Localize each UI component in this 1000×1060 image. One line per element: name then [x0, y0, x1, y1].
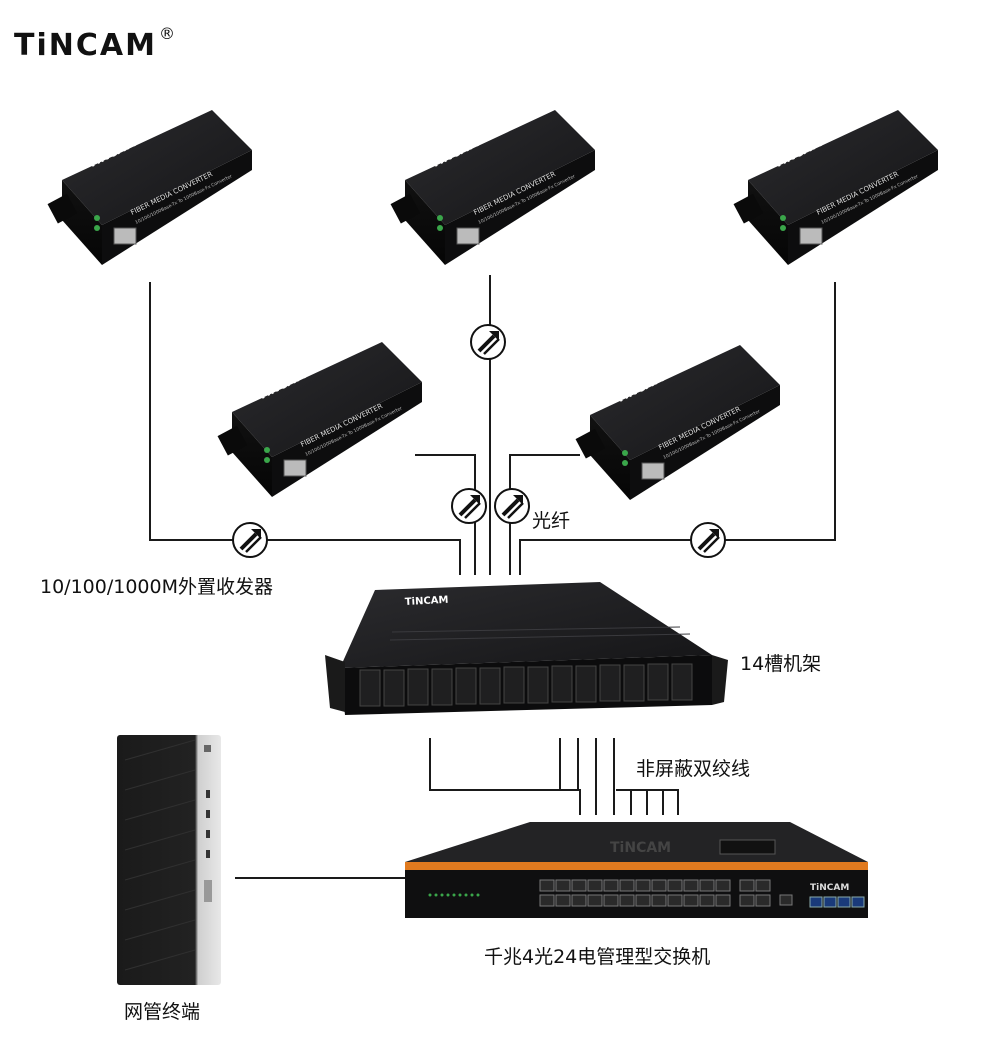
- brand-logo: TiNCAM®: [14, 24, 177, 63]
- media-converter-mid-left: TiNCAM FIBER MEDIA CONVERTER 10/100/1000…: [217, 342, 422, 497]
- chassis-slots: [359, 663, 693, 707]
- chassis-brand: TiNCAM: [405, 595, 449, 608]
- label-switch: 千兆4光24电管理型交换机: [484, 946, 711, 968]
- registered-mark: ®: [158, 24, 177, 43]
- connection-lines: [149, 275, 836, 879]
- fiber-link-icon: [469, 323, 507, 361]
- brand-name: TiNCAM: [14, 28, 157, 63]
- switch-leds: [428, 893, 480, 897]
- switch-top-brand: TiNCAM: [610, 840, 671, 856]
- label-chassis: 14槽机架: [740, 653, 822, 675]
- switch-sfp-ports: [809, 896, 865, 908]
- fiber-link-icon: [450, 487, 488, 525]
- media-converter-top-right: TiNCAM FIBER MEDIA CONVERTER 10/100/1000…: [733, 110, 938, 265]
- media-converter-mid-right: TiNCAM FIBER MEDIA CONVERTER 10/100/1000…: [575, 345, 780, 500]
- line-utp-5: [616, 789, 679, 815]
- chassis-14-slot: TiNCAM: [325, 582, 728, 715]
- media-converter-top-center: TiNCAM FIBER MEDIA CONVERTER 10/100/1000…: [390, 110, 595, 265]
- line-right-converter: [519, 282, 836, 575]
- pc-tower: [117, 735, 221, 985]
- managed-switch: TiNCAM TiNCAM: [405, 822, 868, 918]
- switch-front-brand: TiNCAM: [810, 883, 849, 893]
- switch-ports: [539, 879, 793, 907]
- media-converter-top-left: TiNCAM FIBER MEDIA CONVERTER 10/100/1000…: [47, 110, 252, 265]
- fiber-link-icon: [493, 487, 531, 525]
- line-midleft-converter: [415, 454, 476, 575]
- line-left-converter: [149, 282, 461, 575]
- label-utp: 非屏蔽双绞线: [636, 758, 751, 780]
- line-midright-converter: [509, 454, 580, 575]
- line-chassis-left: [429, 738, 581, 815]
- label-fiber: 光纤: [532, 510, 571, 532]
- label-terminal: 网管终端: [124, 1001, 201, 1023]
- fiber-link-icon: [231, 521, 269, 559]
- label-converters: 10/100/1000M外置收发器: [40, 576, 273, 598]
- fiber-link-icon: [689, 521, 727, 559]
